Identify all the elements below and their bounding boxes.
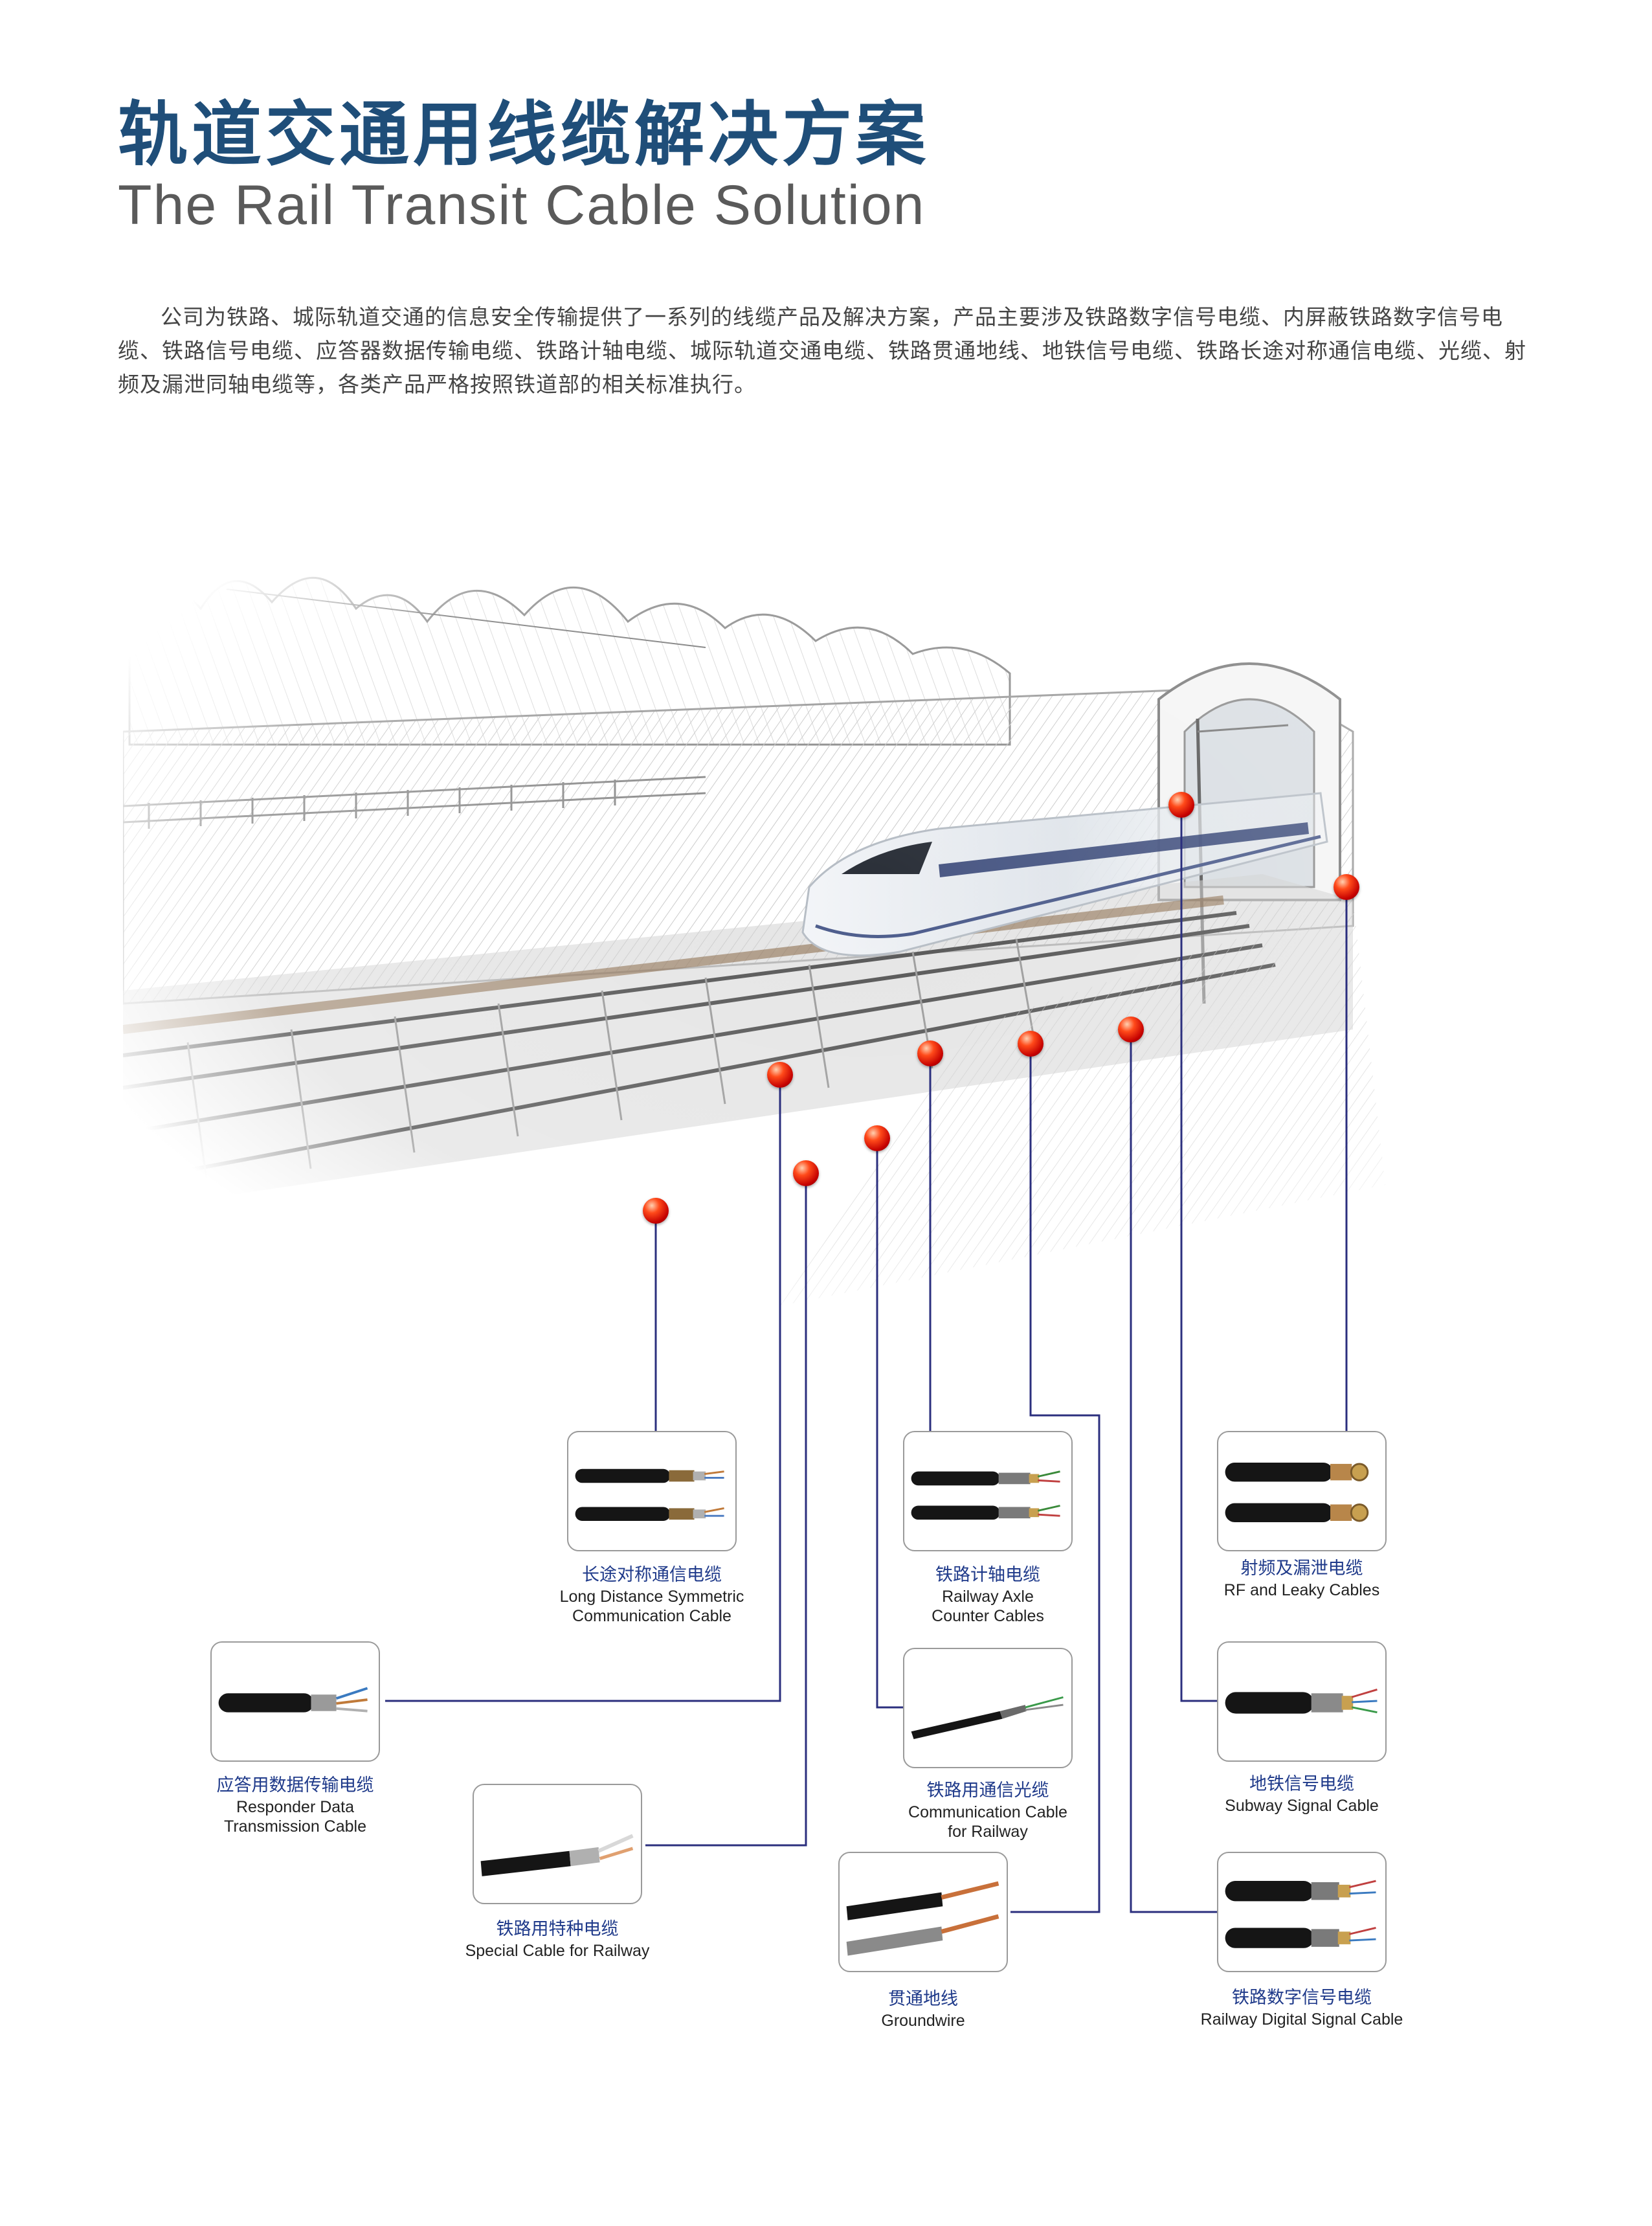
label-cn: 铁路用特种电缆 [496,1919,619,1939]
railway-sketch [123,537,1469,1308]
label-cn: 应答用数据传输电缆 [216,1775,374,1795]
label-subway: 地铁信号电缆 Subway Signal Cable [1133,1773,1470,1816]
label-en: Groundwire [881,2012,965,2030]
product-card-digital-signal[interactable] [1217,1852,1387,1972]
label-responder: 应答用数据传输电缆 Responder Data Transmission Ca… [127,1774,463,1836]
page-title-en: The Rail Transit Cable Solution [118,174,926,236]
marker-responder[interactable] [767,1062,793,1088]
cable-long-distance-image [575,1468,724,1521]
cable-special-image [480,1834,634,1876]
label-axle-counter: 铁路计轴电缆 Railway Axle Counter Cables [820,1564,1156,1626]
label-cn: 铁路数字信号电缆 [1232,1988,1372,2008]
label-en: Railway Digital Signal Cable [1200,2010,1403,2029]
page-title-cn: 轨道交通用线缆解决方案 [118,95,930,175]
label-en: Railway Axle [942,1588,1034,1606]
marker-rf-leaky[interactable] [1334,874,1359,900]
label-cn: 铁路用通信光缆 [926,1781,1049,1801]
label-long-distance: 长途对称通信电缆 Long Distance Symmetric Communi… [484,1564,820,1626]
product-card-groundwire[interactable] [838,1852,1008,1972]
label-en-2: Transmission Cable [224,1817,366,1836]
label-special: 铁路用特种电缆 Special Cable for Railway [389,1918,726,1961]
cable-optical-image [911,1696,1064,1739]
marker-optical[interactable] [864,1125,890,1151]
marker-special[interactable] [793,1160,819,1186]
label-cn: 长途对称通信电缆 [582,1565,722,1585]
product-card-subway[interactable] [1217,1641,1387,1762]
cable-responder-image [218,1687,368,1713]
product-card-responder[interactable] [210,1641,380,1762]
product-card-rf-leaky[interactable] [1217,1431,1387,1551]
label-cn: 贯通地线 [888,1989,958,2009]
label-en: Responder Data [236,1798,355,1816]
marker-groundwire[interactable] [1018,1031,1044,1057]
label-en: RF and Leaky Cables [1223,1581,1380,1599]
marker-digital-signal[interactable] [1118,1017,1144,1042]
label-en-2: Communication Cable [572,1607,731,1625]
marker-subway[interactable] [1168,792,1194,818]
product-card-optical[interactable] [903,1648,1073,1768]
marker-long-distance[interactable] [643,1198,669,1224]
product-card-axle-counter[interactable] [903,1431,1073,1551]
label-en: Communication Cable [908,1803,1067,1821]
label-en: Long Distance Symmetric [559,1588,744,1606]
cable-groundwire-image [846,1881,999,1956]
label-rf-leaky: 射频及漏泄电缆 RF and Leaky Cables [1133,1557,1470,1600]
label-digital-signal: 铁路数字信号电缆 Railway Digital Signal Cable [1133,1986,1470,2029]
cable-rf-leaky-image [1225,1462,1369,1522]
label-en: Special Cable for Railway [465,1942,650,1960]
cable-subway-image [1225,1689,1378,1714]
cable-axle-counter-image [911,1470,1060,1520]
product-card-long-distance[interactable] [567,1431,737,1551]
label-en: Subway Signal Cable [1225,1797,1379,1815]
cable-digital-signal-image [1225,1880,1376,1948]
label-cn: 射频及漏泄电缆 [1240,1558,1363,1579]
label-optical: 铁路用通信光缆 Communication Cable for Railway [820,1779,1156,1841]
label-en-2: for Railway [948,1823,1028,1841]
label-en-2: Counter Cables [932,1607,1044,1625]
railway-illustration [123,537,1469,1308]
label-cn: 铁路计轴电缆 [935,1565,1040,1585]
marker-axle-counter[interactable] [917,1040,943,1066]
label-groundwire: 贯通地线 Groundwire [755,1988,1091,2030]
label-cn: 地铁信号电缆 [1249,1774,1354,1794]
product-card-special[interactable] [473,1784,642,1904]
intro-paragraph: 公司为铁路、城际轨道交通的信息安全传输提供了一系列的线缆产品及解决方案，产品主要… [118,304,1526,397]
